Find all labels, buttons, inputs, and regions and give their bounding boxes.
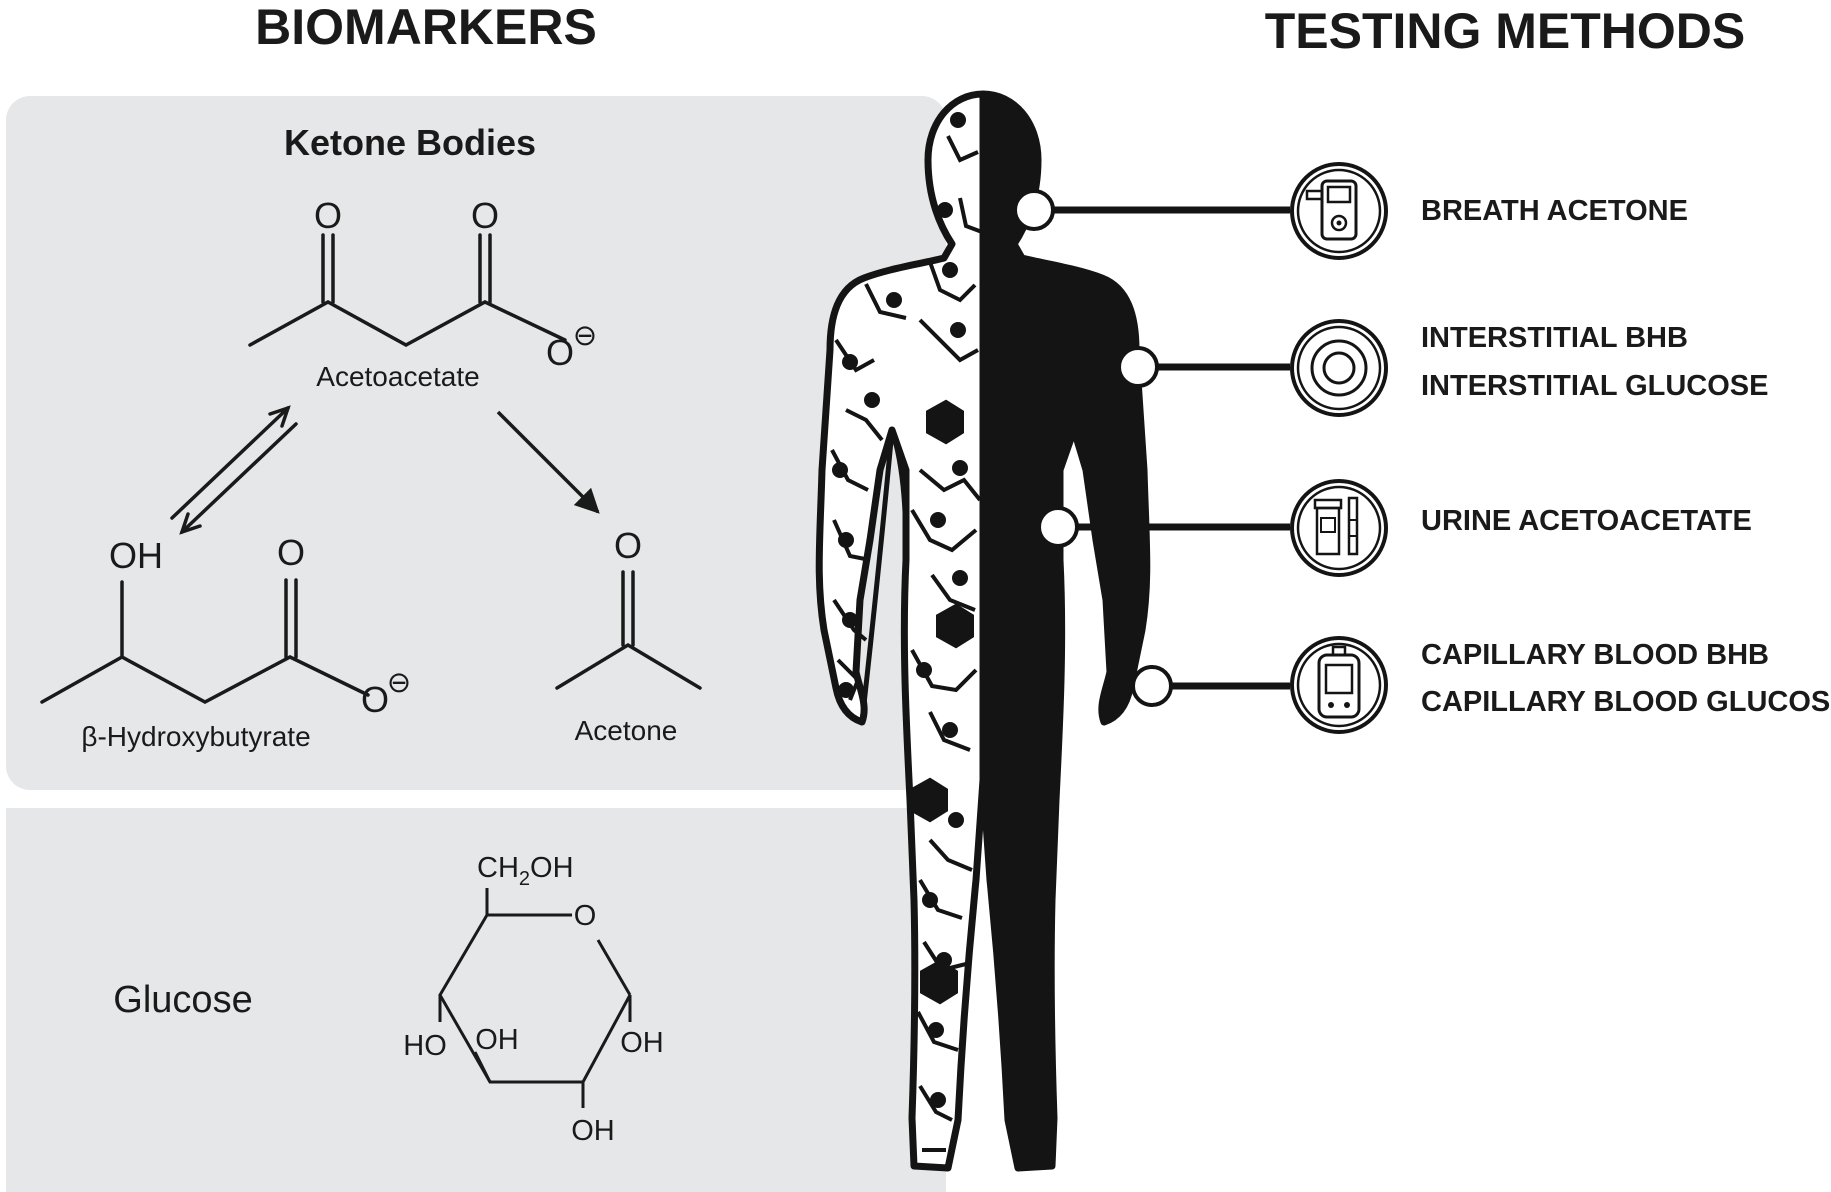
acetoacetate-oxygen-1: O (314, 195, 342, 236)
connector-breath (1013, 189, 1290, 231)
glucose-meter-icon (1290, 636, 1388, 734)
method-breath-acetone: BREATH ACETONE (1421, 195, 1688, 227)
testing-methods-heading: TESTING METHODS (1265, 3, 1746, 59)
acetoacetate-structure (248, 233, 567, 347)
method-interstitial-glucose: INTERSTITIAL GLUCOSE (1421, 370, 1768, 402)
glucose-oh-bottom: OH (571, 1115, 615, 1147)
conversion-arrow (496, 410, 600, 514)
glucose-ho-left: HO (403, 1030, 447, 1062)
method-capillary-bhb: CAPILLARY BLOOD BHB (1421, 639, 1769, 671)
hydroxybutyrate-oxygen: O (277, 532, 305, 573)
ketone-bodies-title: Ketone Bodies (284, 122, 536, 163)
glucose-ring-structure (438, 888, 632, 1108)
hydroxybutyrate-charge: ⊖ (387, 667, 411, 699)
acetone-oxygen: O (614, 525, 642, 566)
acetoacetate-oxygen-2: O (471, 195, 499, 236)
sensor-patch-icon (1290, 319, 1388, 417)
acetoacetate-label: Acetoacetate (316, 361, 479, 392)
ketone-bodies-panel (6, 96, 946, 790)
connector-interstitial (1117, 346, 1290, 388)
biomarkers-heading: BIOMARKERS (255, 0, 597, 55)
glucose-oh-right: OH (620, 1027, 664, 1059)
glucose-panel (6, 808, 946, 1192)
method-interstitial-bhb: INTERSTITIAL BHB (1421, 322, 1688, 354)
connector-capillary (1131, 665, 1290, 707)
glucose-ring-oxygen: O (574, 900, 597, 932)
acetone-structure (555, 570, 702, 690)
glucose-label: Glucose (113, 979, 252, 1021)
hydroxybutyrate-label: β-Hydroxybutyrate (81, 721, 310, 752)
human-figure (815, 90, 1151, 1172)
glucose-oh-left-inner: OH (475, 1024, 519, 1056)
hydroxybutyrate-hydroxyl: OH (109, 535, 163, 576)
urine-cup-strip-icon (1290, 479, 1388, 577)
method-urine-acetoacetate: URINE ACETOACETATE (1421, 505, 1752, 537)
figure-solid-half (983, 90, 1151, 1172)
hydroxybutyrate-structure (40, 578, 370, 704)
acetone-label: Acetone (575, 715, 678, 746)
figure-molecular-half (815, 90, 983, 1172)
acetoacetate-charge: ⊖ (573, 320, 597, 352)
equilibrium-arrows (170, 405, 298, 535)
connector-urine (1037, 506, 1290, 548)
glucose-ch2oh: CH2OH (477, 852, 574, 890)
acetoacetate-oxygen-anion: O (546, 332, 574, 373)
breath-analyzer-icon (1290, 162, 1388, 260)
method-capillary-glucose: CAPILLARY BLOOD GLUCOSE (1421, 686, 1831, 718)
hydroxybutyrate-oxygen-anion: O (361, 679, 389, 720)
